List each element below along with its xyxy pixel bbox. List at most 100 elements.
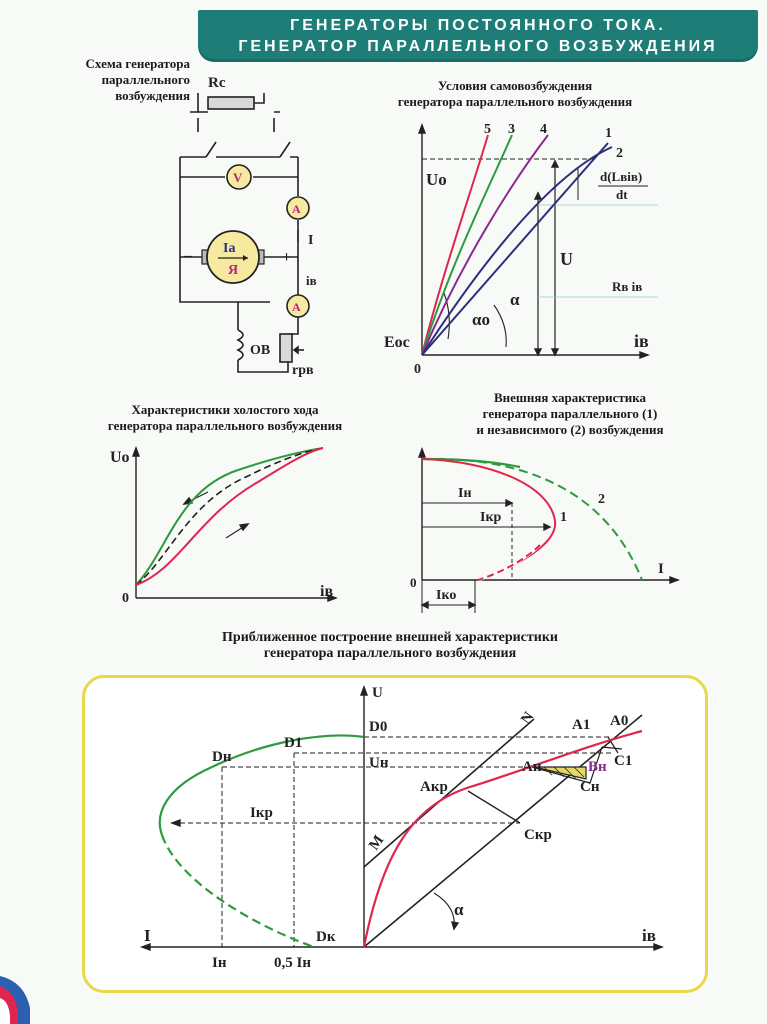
construction-red-curve — [362, 729, 643, 948]
switch-left — [205, 141, 217, 158]
no-load-title-line1: Характеристики холостого хода — [131, 402, 319, 417]
header-title-line2: ГЕНЕРАТОР ПАРАЛЛЕЛЬНОГО ВОЗБУЖДЕНИЯ — [238, 38, 718, 55]
d1-label: D1 — [284, 735, 302, 751]
rc-resistor — [207, 96, 255, 110]
external-chart: Iн Iкр Iко 0 I 1 2 — [410, 447, 680, 613]
header-banner: ГЕНЕРАТОРЫ ПОСТОЯННОГО ТОКА. ГЕНЕРАТОР П… — [198, 10, 758, 62]
schematic-diagram: V A I A iв Iа Я – + Rс ОВ rрв — [179, 75, 317, 378]
curve-3 — [421, 134, 513, 356]
construction-green-curve — [158, 734, 365, 836]
minus-sign: – — [183, 247, 193, 264]
self-excitation-title-line2: генератора параллельного возбуждения — [397, 94, 633, 109]
curve-5 — [421, 134, 489, 356]
armature-label: Я — [228, 263, 238, 278]
ckr-label: Cкр — [524, 827, 552, 843]
un-label: Uн — [369, 755, 389, 771]
switch-right — [279, 141, 291, 158]
construction-chart: U iв I D0 D1 Dн Dк Uн A1 A0 Aн Bн C1 Cн … — [140, 685, 664, 971]
external-origin-label: 0 — [410, 575, 417, 590]
u-label: U — [560, 249, 573, 269]
armature — [206, 230, 260, 284]
external-title-line2: генератора параллельного (1) — [482, 406, 658, 421]
no-load-iv-label: iв — [320, 583, 333, 600]
external-curve-2-label: 2 — [598, 492, 605, 507]
self-excitation-chart: 5 3 4 1 2 Uо Eос 0 iв U α αо d(Lвiв) dt … — [384, 122, 658, 377]
schematic-title: Схема генератора параллельного возбужден… — [30, 56, 190, 104]
construction-alpha-label: α — [454, 900, 464, 919]
u0-label: Uо — [426, 170, 447, 189]
ammeter-main-label: A — [292, 202, 301, 216]
half-in-label: 0,5 Iн — [274, 955, 311, 971]
no-load-title: Характеристики холостого хода генератора… — [55, 402, 395, 434]
curve-label-5: 5 — [484, 122, 491, 137]
iv-axis-label: iв — [634, 331, 649, 351]
dk-label: Dк — [316, 929, 336, 945]
voltmeter-label: V — [233, 170, 243, 185]
field-winding — [236, 329, 244, 361]
construction-u-label: U — [372, 685, 383, 701]
construction-in-label: Iн — [212, 955, 227, 971]
no-load-red-curve — [135, 447, 324, 586]
curve-2 — [421, 146, 613, 356]
origin-label: 0 — [414, 362, 421, 377]
external-title-line3: и независимого (2) возбуждения — [476, 422, 664, 437]
construction-panel — [82, 675, 708, 993]
deriv-numerator: d(Lвiв) — [600, 169, 642, 184]
voltmeter — [226, 164, 252, 190]
external-title-line1: Внешняя характеристика — [493, 390, 647, 405]
line-mn — [363, 718, 535, 868]
dn-label: Dн — [212, 749, 232, 765]
construction-i-label: I — [144, 926, 151, 945]
ammeter-field — [286, 294, 310, 318]
rv-iv-label: Rв iв — [612, 279, 642, 294]
no-load-origin-label: 0 — [122, 591, 129, 606]
curve-4 — [421, 134, 549, 356]
curve-label-4: 4 — [540, 122, 547, 137]
curve-1 — [421, 142, 609, 356]
rc-label: Rс — [208, 75, 226, 91]
alpha-label: α — [510, 290, 520, 309]
construction-iv-label: iв — [642, 926, 656, 945]
corner-decoration — [0, 976, 30, 1024]
n-label: N — [518, 709, 537, 727]
a1-label: A1 — [572, 717, 590, 733]
akr-label: Aкр — [420, 779, 448, 795]
no-load-u0-label: Uо — [110, 449, 130, 466]
construction-title: Приближенное построение внешней характер… — [120, 630, 660, 662]
external-title: Внешняя характеристика генератора паралл… — [420, 390, 720, 438]
field-rheostat — [279, 333, 293, 363]
no-load-title-line2: генератора параллельного возбуждения — [107, 418, 343, 433]
c1-label: C1 — [614, 753, 632, 769]
a0-label: A0 — [610, 713, 628, 729]
an-label: Aн — [522, 759, 542, 775]
construction-title-line2: генератора параллельного возбуждения — [263, 646, 517, 661]
external-curve-2 — [421, 457, 643, 581]
schematic-title-text: Схема генератора параллельного возбужден… — [85, 56, 190, 103]
self-excitation-title-line1: Условия самовозбуждения — [437, 78, 593, 93]
no-load-chart: Uо 0 iв — [110, 446, 338, 606]
external-iko-label: Iко — [436, 588, 456, 603]
eoc-label: Eос — [384, 334, 410, 351]
construction-resistance-line — [363, 714, 643, 948]
alpha0-label: αо — [472, 310, 490, 329]
curve-label-2: 2 — [616, 146, 623, 161]
curve-label-1: 1 — [605, 126, 612, 141]
field-winding-label: ОВ — [250, 343, 270, 358]
external-i-label: I — [658, 561, 664, 577]
field-current-label: iв — [306, 273, 317, 288]
current-label: I — [308, 233, 313, 248]
external-curve-1-label: 1 — [560, 510, 567, 525]
armature-current-label: Iа — [223, 241, 235, 256]
ammeter-main — [286, 196, 310, 220]
external-in-label: Iн — [458, 486, 472, 501]
d0-label: D0 — [369, 719, 387, 735]
no-load-green-curve — [135, 447, 324, 586]
header-title-line1: ГЕНЕРАТОРЫ ПОСТОЯННОГО ТОКА. — [290, 17, 666, 34]
cn-label: Cн — [580, 779, 600, 795]
construction-ikr-label: Iкр — [250, 805, 273, 821]
self-excitation-title: Условия самовозбуждения генератора парал… — [340, 78, 690, 110]
field-rheostat-label: rрв — [292, 363, 314, 378]
plus-sign: + — [282, 249, 291, 266]
construction-title-line1: Приближенное построение внешней характер… — [222, 630, 558, 645]
deriv-denominator: dt — [616, 187, 628, 202]
